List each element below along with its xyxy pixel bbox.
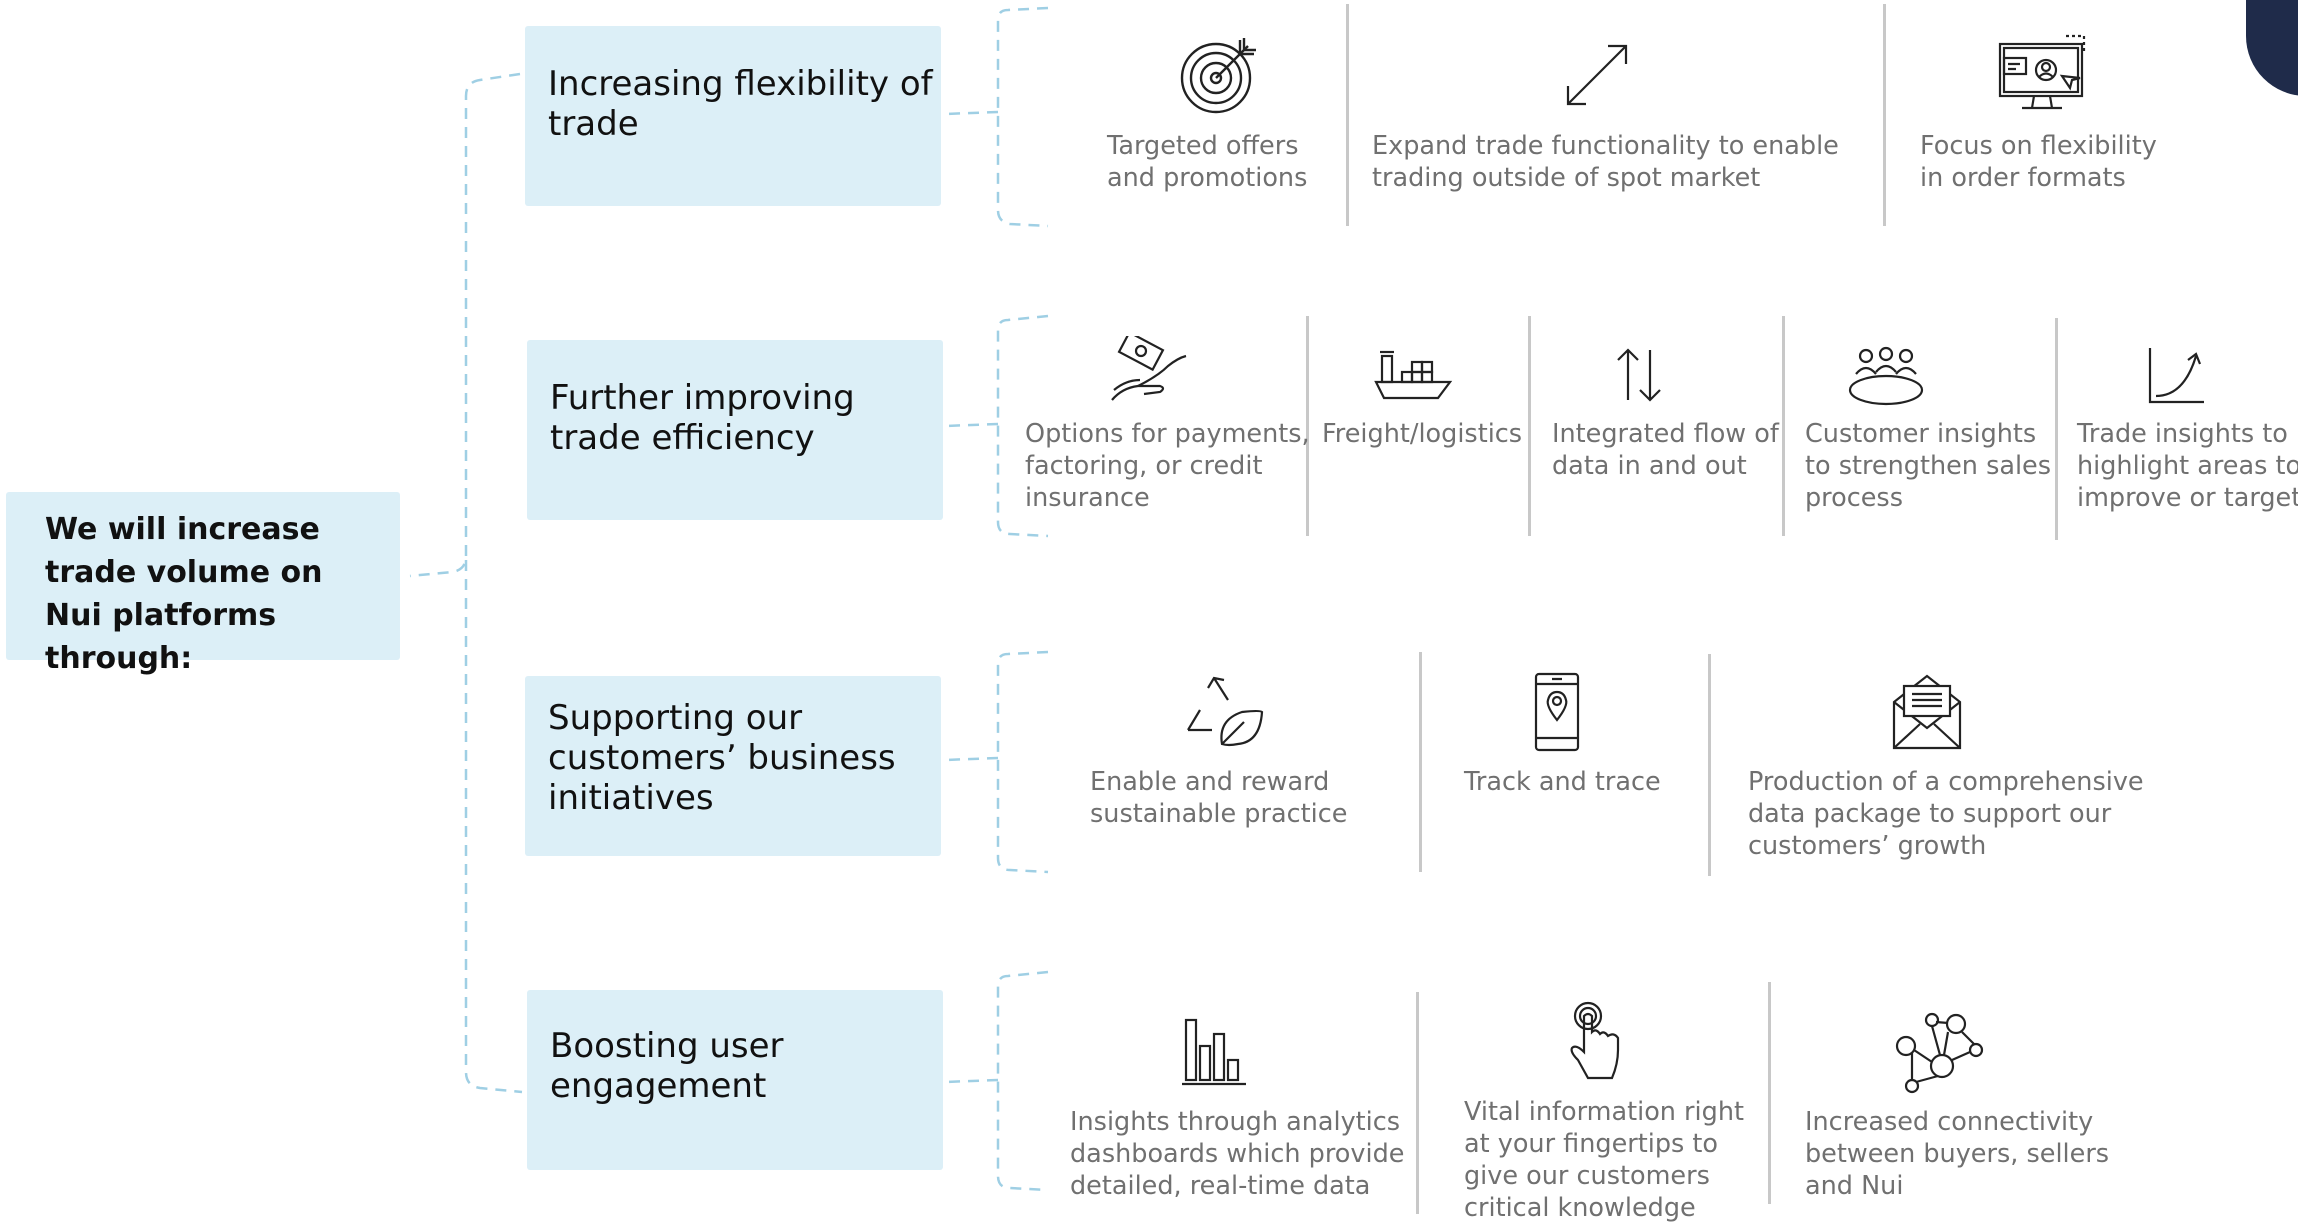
item-label-analytics: Insights through analytics dashboards wh… [1070,1106,1404,1202]
payment-hand-icon [1111,336,1187,401]
label-line: Options for payments, [1025,419,1310,449]
label-line: Vital information right [1464,1097,1744,1127]
label-line: give our customers [1464,1161,1710,1191]
separator [1782,316,1785,536]
label-line: improve or target [2077,483,2298,513]
category-box-engagement [527,990,943,1170]
label-line: Production of a comprehensive [1748,767,2144,797]
label-line: Customer insights [1805,419,2037,449]
expand-arrow-icon [1566,44,1628,106]
item-label-expand-trade: Expand trade functionality to enable tra… [1372,130,1839,194]
label-line: Insights through analytics [1070,1107,1401,1137]
item-label-trade-insights: Trade insights to highlight areas to imp… [2077,418,2298,514]
separator [1883,4,1886,226]
label-line: detailed, real-time data [1070,1171,1371,1201]
label-line: data in and out [1552,451,1747,481]
label-line: sustainable practice [1090,799,1348,829]
finger-touch-icon [1570,1001,1620,1080]
label-line: Focus on flexibility [1920,131,2157,161]
item-label-payments: Options for payments, factoring, or cred… [1025,418,1310,514]
category-box-customers [525,676,941,856]
separator [1708,654,1711,876]
label-line: data package to support our [1748,799,2112,829]
label-line: process [1805,483,1903,513]
label-line: Trade insights to [2077,419,2288,449]
root-statement: We will increase trade volume on Nui pla… [45,512,323,676]
label-line: customers’ growth [1748,831,1987,861]
label-line: factoring, or credit [1025,451,1263,481]
label-line: at your fingertips to [1464,1129,1719,1159]
category-box-flexibility [525,26,941,206]
cargo-ship-icon [1374,350,1453,400]
label-line: between buyers, sellers [1805,1139,2110,1169]
label-line: trading outside of spot market [1372,163,1761,193]
label-line: to strengthen sales [1805,451,2052,481]
item-label-track-trace: Track and trace [1464,767,1661,797]
item-label-flexibility-formats: Focus on flexibility in order formats [1920,130,2157,194]
separator [1346,4,1349,226]
label-line: Enable and reward [1090,767,1330,797]
item-label-data-package: Production of a comprehensive data packa… [1748,766,2144,862]
growth-curve-icon [2148,348,2204,404]
category-box-efficiency [527,340,943,520]
root-box [6,492,400,660]
envelope-letter-icon [1892,674,1962,750]
up-down-arrows-icon [1617,348,1661,402]
category-title-customers: Supporting our customers’ business initi… [548,698,896,818]
label-line: dashboards which provide [1070,1139,1405,1169]
label-line: Targeted offers [1107,131,1299,161]
item-label-targeted-offers: Targeted offers and promotions [1107,130,1307,194]
item-label-sustainable: Enable and reward sustainable practice [1090,766,1347,830]
label-line: highlight areas to [2077,451,2298,481]
label-line: and Nui [1805,1171,1904,1201]
separator [1306,316,1309,536]
item-label-customer-insights: Customer insights to strengthen sales pr… [1805,418,2051,514]
item-label-data-flow: Integrated flow of data in and out [1552,418,1779,482]
network-people-icon [1895,1012,1984,1094]
label-line: insurance [1025,483,1150,513]
separator [1416,992,1419,1214]
label-line: Integrated flow of [1552,419,1779,449]
monitor-user-icon [1998,34,2086,110]
label-line: in order formats [1920,163,2126,193]
item-label-freight: Freight/logistics [1322,419,1523,449]
separator [1768,982,1771,1204]
category-title-flexibility: Increasing flexibility of trade [548,64,933,144]
separator [2055,318,2058,540]
label-line: and promotions [1107,163,1308,193]
category-title-engagement: Boosting user engagement [550,1026,784,1106]
label-line: Increased connectivity [1805,1107,2094,1137]
category-title-efficiency: Further improving trade efficiency [550,378,855,458]
label-line: Expand trade functionality to enable [1372,131,1839,161]
bar-chart-icon [1182,1018,1246,1086]
meeting-table-icon [1848,346,1924,406]
item-label-vital-info: Vital information right at your fingerti… [1464,1096,1744,1224]
separator [1419,652,1422,872]
recycle-leaf-icon [1187,676,1264,747]
phone-location-icon [1534,672,1580,752]
label-line: critical knowledge [1464,1193,1696,1223]
item-label-connectivity: Increased connectivity between buyers, s… [1805,1106,2109,1202]
target-icon [1180,38,1256,114]
separator [1528,316,1531,536]
